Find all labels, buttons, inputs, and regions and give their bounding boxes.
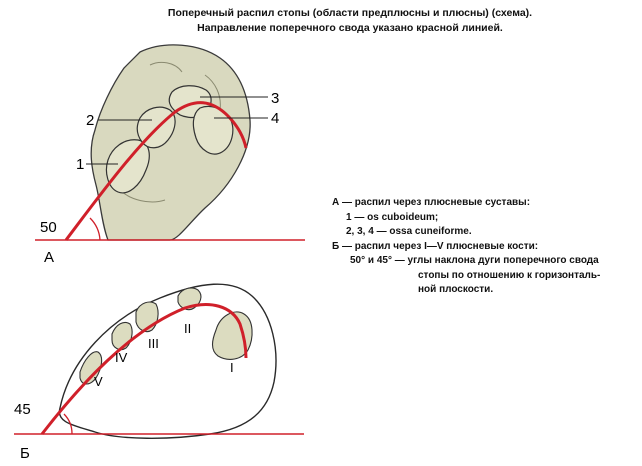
figure-b-label-v: V (94, 374, 103, 389)
figure-b-label-iii: III (148, 336, 159, 351)
legend-b-angles-3: ной плоскости. (418, 284, 494, 295)
legend-a-item-2: 2, 3, 4 — ossa cuneiforme. (346, 226, 472, 237)
figure-a-bone-1 (105, 139, 150, 194)
figure-a-section: 1 2 3 4 50 А (35, 44, 305, 266)
figure-a-label-4: 4 (271, 110, 279, 127)
figure-a-letter: А (44, 249, 54, 266)
figure-b-letter: Б (20, 445, 30, 462)
metatarsal-i (211, 311, 253, 360)
figure-b-angle-arc (63, 413, 73, 435)
legend-b-angles-1: 50° и 45° — углы наклона дуги поперечног… (350, 255, 599, 266)
figure-b-label-iv: IV (115, 350, 128, 365)
figure-b-section: V IV III II I 45 Б (14, 283, 304, 462)
legend-block: А — распил через плюсневые суставы: 1 — … (332, 196, 600, 298)
figure-b-angle-value: 45 (14, 401, 31, 418)
figure-a-arch-line (64, 101, 248, 241)
caption-title-line-2: Направление поперечного свода указано кр… (197, 22, 503, 34)
figure-a-angle-value: 50 (40, 219, 57, 236)
figure-a-bone-texture (109, 61, 221, 203)
caption-title-line-1: Поперечный распил стопы (области предплю… (167, 7, 533, 19)
figure-a-label-2: 2 (86, 112, 94, 129)
figure-b-arch-line (40, 303, 248, 435)
figure-a-bone-mass (90, 44, 251, 241)
figure-b-label-ii: II (184, 321, 191, 336)
figure-a-label-1: 1 (76, 156, 84, 173)
figure-a-label-3: 3 (271, 90, 279, 107)
legend-b-angles-2: стопы по отношению к горизонталь- (418, 269, 601, 281)
figure-b-label-i: I (230, 360, 234, 375)
legend-a-item-1: 1 — os cuboideum; (346, 211, 439, 223)
legend-b-line: Б — распил через I—V плюсневые кости: (332, 240, 539, 252)
caption-title: Поперечный распил стопы (области предплю… (150, 6, 550, 36)
legend-a-line: А — распил через плюсневые суставы: (332, 197, 531, 208)
figure-a-angle-arc (89, 217, 101, 241)
